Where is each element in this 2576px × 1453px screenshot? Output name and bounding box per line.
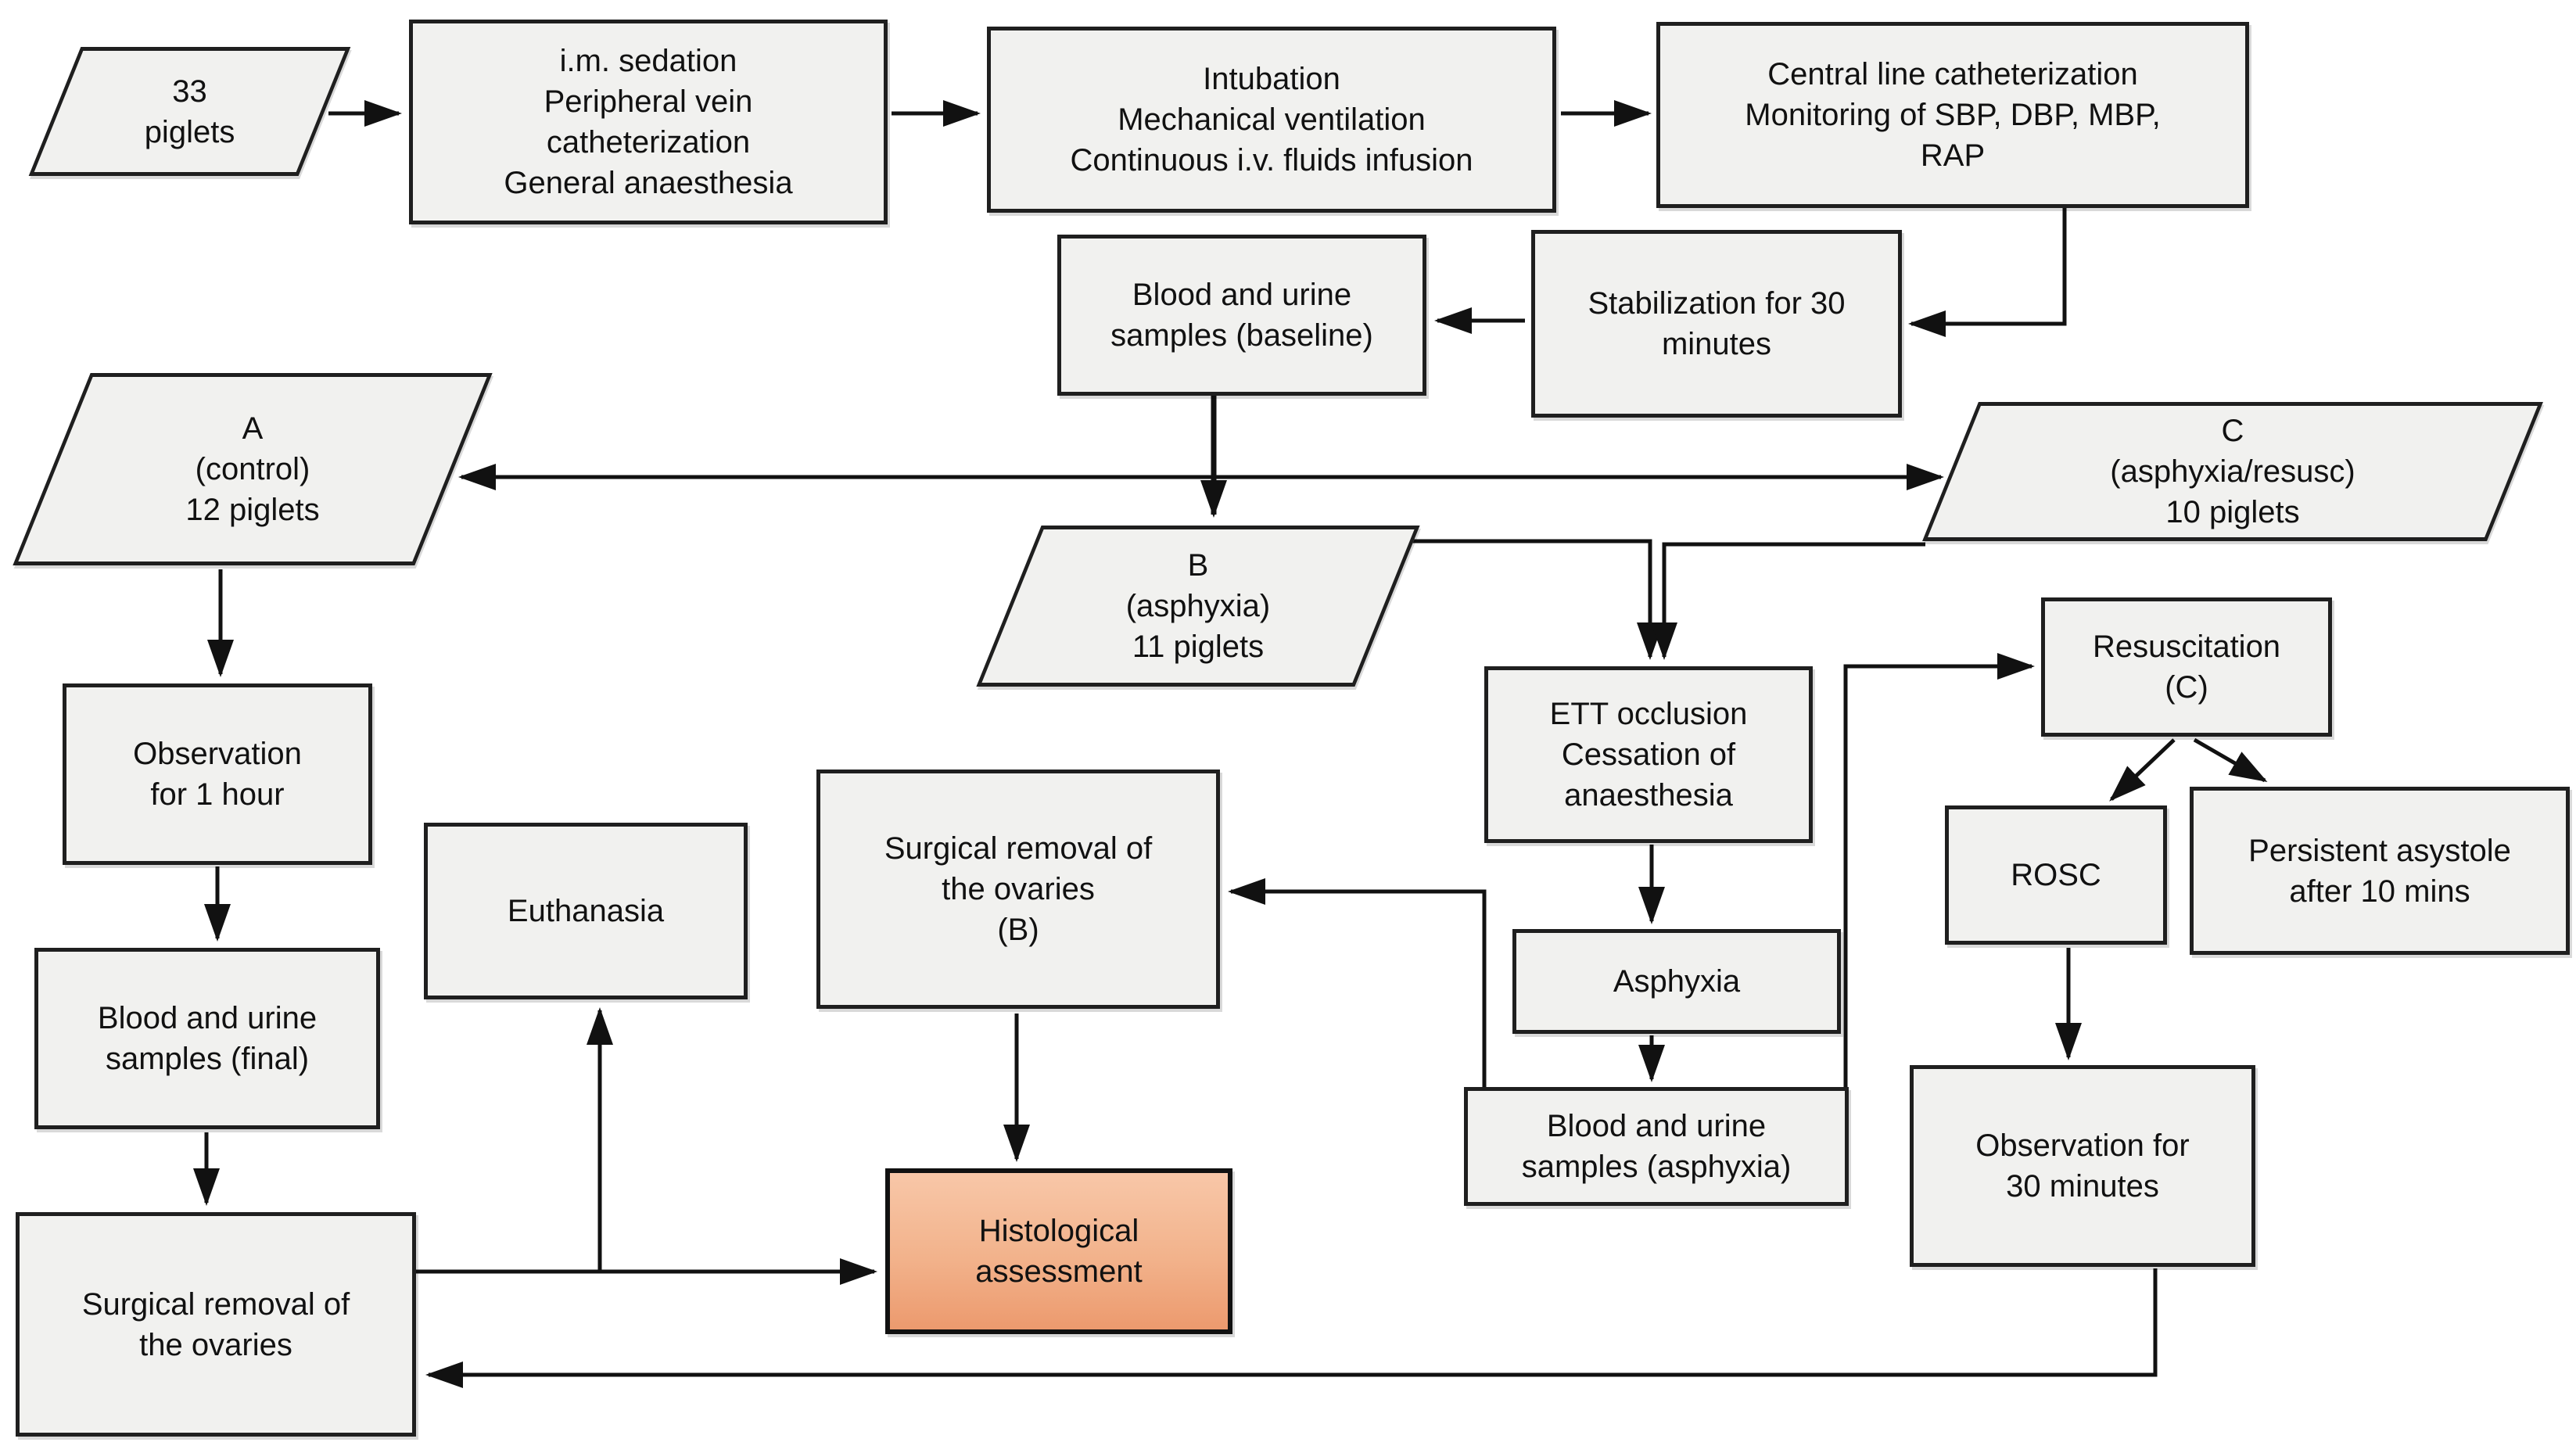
node-label: Asphyxia (1613, 964, 1741, 999)
edge-groupC-to-ett (1651, 542, 1925, 660)
edge-central-to-stabilization (1908, 208, 2067, 337)
edge-resuscitation-to-rosc (2109, 738, 2176, 802)
node-label: Observation for 1 hour (133, 737, 302, 812)
node-ett-occlusion: ETT occlusion Cessation of anaesthesia (1484, 666, 1813, 843)
node-label: Intubation Mechanical ventilation Contin… (1070, 62, 1473, 178)
node-samples-asphyxia: Blood and urine samples (asphyxia) (1464, 1087, 1849, 1206)
node-surgical-removal-a: Surgical removal of the ovaries (16, 1212, 416, 1437)
node-euthanasia: Euthanasia (424, 823, 748, 999)
node-asphyxia: Asphyxia (1512, 929, 1841, 1034)
edge-obs30-to-surgicalA (425, 1268, 2158, 1388)
node-label: ETT occlusion Cessation of anaesthesia (1549, 697, 1748, 813)
node-label: Blood and urine samples (baseline) (1110, 278, 1373, 353)
node-label: Histological assessment (975, 1214, 1143, 1289)
node-group-c: C (asphyxia/resusc) 10 piglets (1922, 402, 2543, 541)
node-samples-baseline: Blood and urine samples (baseline) (1057, 235, 1426, 396)
node-label: i.m. sedation Peripheral vein catheteriz… (504, 44, 793, 200)
node-label: Euthanasia (507, 894, 665, 928)
node-samples-final: Blood and urine samples (final) (34, 948, 380, 1129)
edge-groupB-to-ett (1412, 539, 1663, 660)
edge-samples-to-resuscitation (1843, 653, 2035, 1089)
node-histological-assessment: Histological assessment (885, 1168, 1232, 1334)
edge-resuscitation-to-asystole (2193, 737, 2268, 783)
node-label: Observation for 30 minutes (1975, 1128, 2190, 1204)
node-label: Surgical removal of the ovaries (81, 1286, 350, 1362)
node-resuscitation: Resuscitation (C) (2041, 597, 2332, 737)
node-stabilization: Stabilization for 30 minutes (1531, 230, 1902, 418)
node-group-a: A (control) 12 piglets (13, 373, 493, 565)
node-label: Central line catheterization Monitoring … (1745, 57, 2161, 173)
node-persistent-asystole: Persistent asystole after 10 mins (2190, 787, 2570, 955)
node-group-b: B (asphyxia) 11 piglets (976, 526, 1420, 687)
node-central-line: Central line catheterization Monitoring … (1656, 22, 2249, 208)
node-label: C (asphyxia/resusc) 10 piglets (2110, 414, 2355, 529)
edge-samples-to-surgicalB (1228, 878, 1487, 1089)
node-label: B (asphyxia) 11 piglets (1125, 548, 1271, 664)
node-33-piglets: 33 piglets (28, 47, 351, 176)
node-label: Persistent asystole after 10 mins (2248, 833, 2511, 909)
node-label: 33 piglets (144, 74, 235, 149)
node-label: Blood and urine samples (asphyxia) (1521, 1109, 1792, 1184)
node-label: Surgical removal of the ovaries (B) (884, 831, 1153, 947)
node-observation-30m: Observation for 30 minutes (1910, 1065, 2255, 1267)
node-label: ROSC (2011, 858, 2101, 892)
node-intubation: Intubation Mechanical ventilation Contin… (987, 27, 1556, 213)
node-label: Resuscitation (C) (2092, 630, 2281, 705)
node-rosc: ROSC (1945, 805, 2167, 945)
node-sedation: i.m. sedation Peripheral vein catheteriz… (409, 20, 888, 224)
node-observation-1h: Observation for 1 hour (63, 683, 372, 865)
node-surgical-removal-b: Surgical removal of the ovaries (B) (816, 770, 1220, 1009)
node-label: A (control) 12 piglets (185, 411, 320, 527)
node-label: Blood and urine samples (final) (97, 1001, 318, 1076)
node-label: Stabilization for 30 minutes (1588, 286, 1846, 361)
